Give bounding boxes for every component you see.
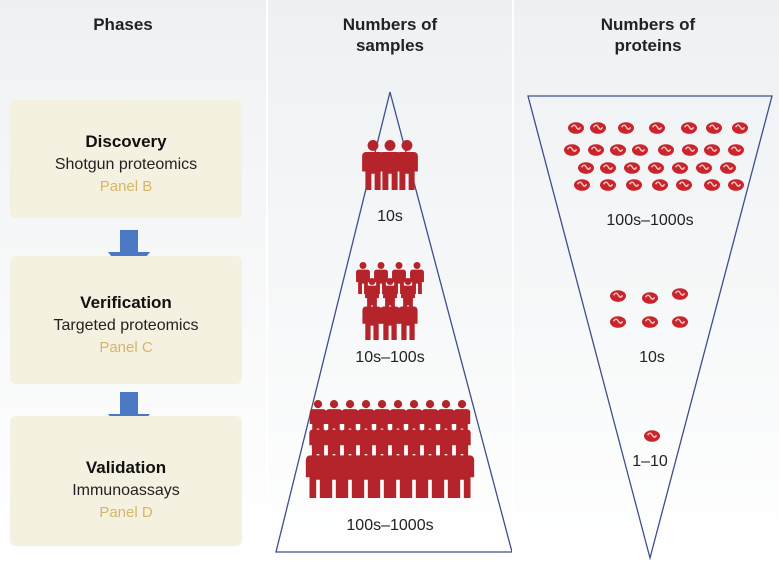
protein-blob-icon [672,162,688,174]
protein-blob-icon [644,430,660,442]
phase-name: Verification [80,293,172,312]
person-figure-icon [362,296,382,340]
proteins-funnel: 100s–1000s 10s 1–10 [527,95,773,561]
protein-blob-icon [610,290,626,302]
person-figure-icon [396,140,418,190]
samples-label: 10s–100s [355,349,424,366]
protein-blob-icon [626,179,642,191]
protein-blob-icon [728,144,744,156]
protein-blob-icon [706,122,722,134]
protein-blob-icon [568,122,584,134]
protein-blob-icon [642,316,658,328]
protein-blob-icon [564,144,580,156]
protein-blob-icon [704,144,720,156]
protein-blob-icon [578,162,594,174]
phase-method: Targeted proteomics [53,317,199,334]
phase-verification-box: Verification Targeted proteomics Panel C [10,256,242,384]
phase-panel-link: Panel B [99,178,153,195]
protein-blob-icon [632,144,648,156]
protein-blob-icon [681,122,697,134]
person-figure-icon [380,296,400,340]
arrow-down-icon [108,230,150,278]
protein-blob-icon [732,122,748,134]
person-figure-icon [398,296,418,340]
samples-label: 100s–1000s [346,517,433,534]
protein-blob-icon [696,162,712,174]
phase-panel-link: Panel D [99,504,153,521]
protein-blob-icon [649,122,665,134]
person-figure-icon [449,442,475,498]
protein-blob-icon [610,144,626,156]
person-figure-icon [379,140,401,190]
samples-pyramid: 10s 10s–100s 100s–1000s [275,91,512,553]
samples-label: 10s [377,208,403,225]
proteins-label: 1–10 [632,453,668,470]
protein-blob-icon [600,162,616,174]
phase-name: Validation [85,458,167,477]
protein-blob-icon [652,179,668,191]
samples-triangle [275,91,512,553]
protein-blob-icon [588,144,604,156]
protein-blob-icon [672,316,688,328]
person-figure-icon [362,140,384,190]
protein-blob-icon [728,179,744,191]
protein-blob-icon [642,292,658,304]
phase-name: Discovery [85,132,167,151]
phase-method: Shotgun proteomics [54,156,198,173]
protein-blob-icon [574,179,590,191]
proteins-label: 10s [639,349,665,366]
protein-blob-icon [618,122,634,134]
protein-blob-icon [720,162,736,174]
phases-title: Phases [93,15,153,34]
protein-blob-icon [682,144,698,156]
protein-blob-icon [648,162,664,174]
protein-blob-icon [624,162,640,174]
protein-blob-icon [704,179,720,191]
protein-blob-icon [600,179,616,191]
protein-blob-icon [658,144,674,156]
proteins-triangle [527,95,773,561]
phases-column: Phases Discovery Shotgun proteomics Pane… [0,0,266,571]
protein-blob-icon [676,179,692,191]
protein-blob-icon [672,288,688,300]
phase-discovery-box: Discovery Shotgun proteomics Panel B [10,100,242,218]
protein-blob-icon [610,316,626,328]
phase-validation-box: Validation Immunoassays Panel D [10,416,242,546]
proteins-label: 100s–1000s [606,212,693,229]
phase-method: Immunoassays [72,482,180,499]
protein-blob-icon [590,122,606,134]
phase-panel-link: Panel C [99,339,153,356]
